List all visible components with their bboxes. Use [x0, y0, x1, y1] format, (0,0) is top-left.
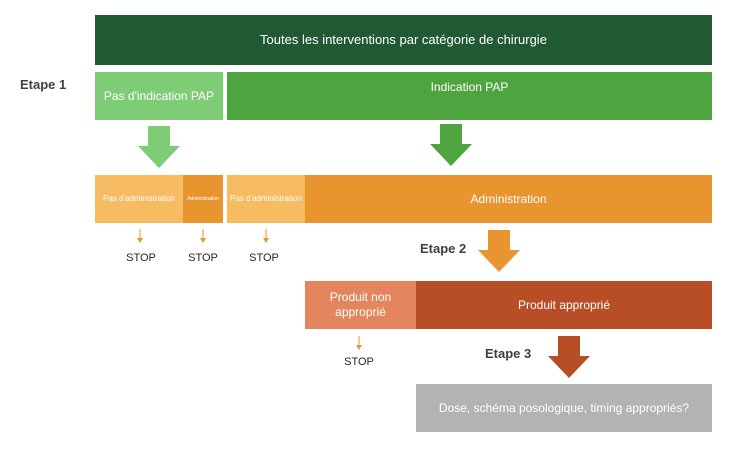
indication-box: Indication PAP: [227, 72, 712, 120]
step-1-label: Etape 1: [20, 77, 67, 92]
arrow-down-rust-icon: [548, 336, 590, 378]
arrow-down-orange-icon: [478, 230, 520, 272]
dose-question-box: Dose, schéma posologique, timing appropr…: [416, 384, 712, 432]
no-admin-left-label: Pas d'administration: [103, 194, 175, 203]
stop-label-3: STOP: [249, 252, 279, 264]
inappropriate-product-label: Produit non approprié: [329, 290, 392, 319]
stop-label-1: STOP: [126, 252, 156, 264]
no-indication-label: Pas d'indication PAP: [103, 88, 215, 103]
arrow-down-light-green-icon: [138, 126, 180, 168]
admin-main-box: Administration: [305, 175, 712, 223]
no-indication-box: Pas d'indication PAP: [95, 72, 223, 120]
appropriate-product-label: Produit approprié: [517, 297, 611, 312]
inappropriate-product-box: Produit non approprié: [305, 281, 416, 329]
appropriate-product-box: Produit approprié: [416, 281, 712, 329]
stop-label-4: STOP: [344, 356, 374, 368]
no-admin-right-label: Pas d'administration: [230, 194, 302, 203]
admin-small-label: Administration: [187, 195, 219, 202]
admin-small-box: Administration: [183, 175, 223, 223]
dose-question-label: Dose, schéma posologique, timing appropr…: [438, 400, 690, 415]
no-admin-right-box: Pas d'administration: [227, 175, 305, 223]
indication-label: Indication PAP: [430, 79, 509, 94]
small-arrow-icon: [137, 229, 143, 243]
no-admin-left-box: Pas d'administration: [95, 175, 183, 223]
small-arrow-icon: [263, 229, 269, 243]
admin-main-label: Administration: [470, 191, 547, 206]
stop-label-2: STOP: [188, 252, 218, 264]
title-text: Toutes les interventions par catégorie d…: [260, 31, 547, 47]
step-3-label: Etape 3: [485, 346, 532, 361]
arrow-down-green-icon: [430, 124, 472, 166]
title-bar: Toutes les interventions par catégorie d…: [95, 15, 712, 65]
small-arrow-icon: [356, 336, 362, 350]
small-arrow-icon: [200, 229, 206, 243]
step-2-label: Etape 2: [420, 241, 467, 256]
